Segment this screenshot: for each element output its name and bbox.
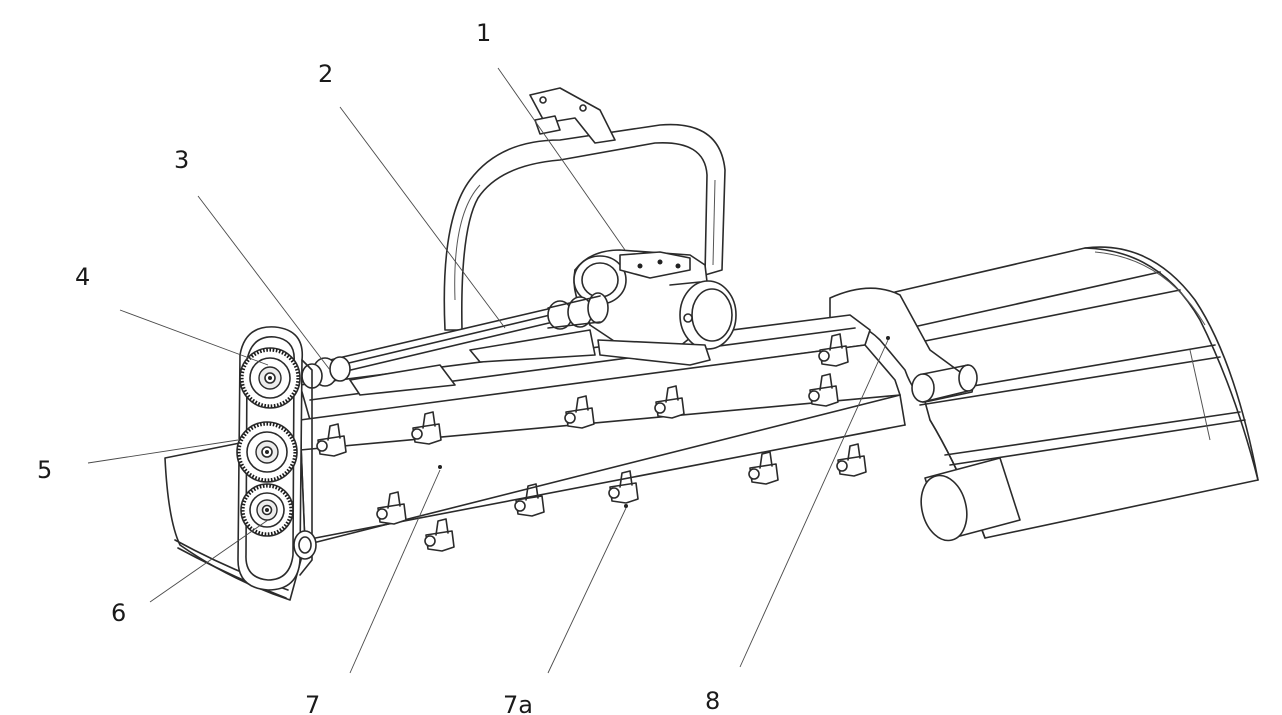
leader-4 (119, 309, 269, 366)
callout-7a: 7a (503, 691, 533, 715)
callout-8: 8 (705, 687, 720, 715)
leader-6 (149, 519, 269, 603)
flail-knives (316, 333, 867, 552)
flail-knife (818, 333, 849, 367)
drive-shaft (301, 292, 609, 396)
flail-knife (608, 470, 639, 504)
callout-6: 6 (111, 599, 126, 627)
flail-knife (376, 491, 407, 525)
leader-3 (197, 195, 331, 371)
side-bearing (293, 530, 317, 560)
middle-gear (236, 421, 298, 483)
flail-knife (654, 385, 685, 419)
leader-2 (339, 106, 506, 329)
leader-7a (547, 507, 627, 674)
callout-4: 4 (75, 263, 90, 291)
callout-3: 3 (174, 146, 189, 174)
callout-1: 1 (476, 19, 491, 47)
flail-knife (748, 451, 779, 485)
flail-knife (424, 518, 455, 552)
leader-5 (87, 439, 239, 464)
leader-8 (739, 339, 889, 668)
callout-7: 7 (305, 691, 320, 715)
leader-lines (87, 67, 890, 674)
lower-gear (240, 483, 294, 537)
flail-knife (514, 483, 545, 517)
flail-knife (808, 373, 839, 407)
callout-labels: 1 2 3 4 5 6 7 7a 8 (37, 19, 720, 715)
flail-knife (316, 423, 347, 457)
flail-knife (411, 411, 442, 445)
leader-7 (349, 469, 441, 674)
callout-2: 2 (318, 60, 333, 88)
leader-1 (497, 67, 626, 251)
gearbox (573, 249, 737, 366)
rear-roller (920, 457, 1021, 542)
callout-5: 5 (37, 456, 52, 484)
flail-knife (564, 395, 595, 429)
flail-knife (836, 443, 867, 477)
upper-gear (239, 347, 301, 409)
